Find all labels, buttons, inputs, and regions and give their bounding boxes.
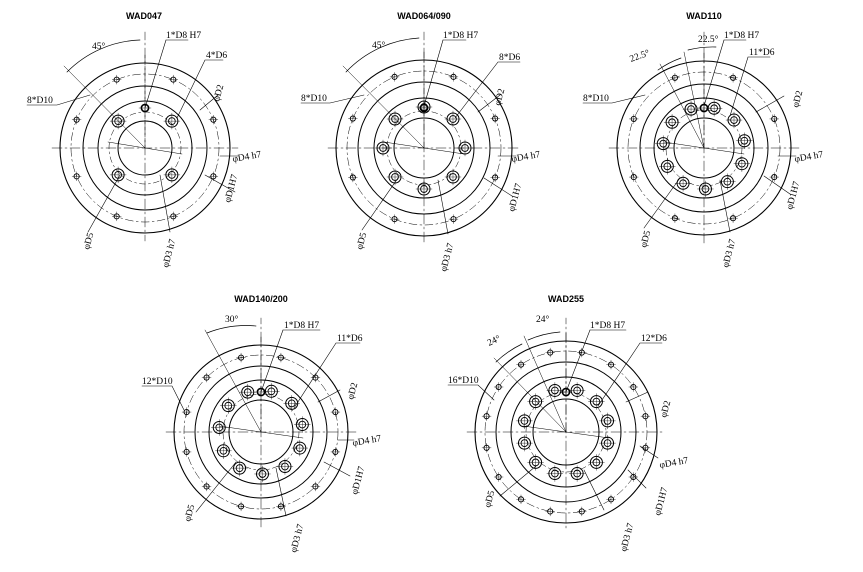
d1-label: φD1H7 (785, 180, 802, 211)
drawing-title: WAD255 (548, 294, 584, 304)
d5-label: φD5 (639, 229, 653, 248)
holes-label: 11*D6 (337, 334, 363, 344)
holes-label: 12*D6 (641, 334, 667, 344)
d3-label: φD3 h7 (161, 238, 178, 269)
angle-label: 22.5° (698, 34, 719, 45)
outer-holes-label: 16*D10 (448, 376, 479, 386)
d2-label: φD2 (791, 89, 805, 108)
drawing-wad140-200: WAD140/200 30° 1*D8 H7 11*D6 12*D10 φD2 … (141, 294, 383, 554)
d4-label: φD4 h7 (659, 456, 690, 471)
d1-label: φD1H7 (507, 182, 524, 213)
d4-label: φD4 h7 (352, 434, 383, 449)
pin-label: 1*D8 H7 (590, 321, 625, 331)
drawing-title: WAD110 (686, 11, 722, 21)
d4-label: φD4 h7 (511, 150, 542, 165)
angle-label: 30° (225, 314, 239, 325)
holes-label: 8*D6 (499, 53, 520, 63)
d3-label: φD3 h7 (721, 238, 738, 269)
drawing-wad064-090: WAD064/090 45° 1*D8 H7 8*D6 8*D10 φD2 φD… (300, 11, 542, 273)
angle-label: 22.5° (628, 47, 651, 64)
pin-label: 1*D8 H7 (724, 31, 759, 41)
angle-label: 45° (372, 40, 386, 51)
flange-circle (335, 59, 513, 237)
flange-circle (495, 361, 637, 503)
d5-label: φD5 (483, 489, 497, 508)
drawing-wad110: WAD110 22.5° 22.5° 1*D8 H7 11*D6 8*D10 φ… (582, 11, 825, 269)
d1-label: φD1H7 (223, 173, 240, 204)
d3-label: φD3 h7 (619, 522, 636, 553)
flange-circle (97, 100, 193, 196)
outer-holes-label: 8*D10 (301, 94, 327, 104)
flange-circle (393, 117, 455, 179)
d5-label: φD5 (355, 231, 369, 250)
angle-label: 24° (486, 333, 503, 349)
d3-label: φD3 h7 (439, 242, 456, 273)
d2-label: φD2 (493, 87, 507, 106)
drawing-title: WAD064/090 (397, 11, 451, 21)
flange-circle (194, 365, 328, 499)
d5-label: φD5 (82, 231, 96, 250)
flange-circle (208, 379, 314, 485)
holes-label: 4*D6 (206, 51, 227, 61)
d3-label: φD3 h7 (289, 523, 306, 554)
drawing-title: WAD047 (126, 11, 162, 21)
d2-label: φD2 (346, 381, 360, 400)
d4-label: φD4 h7 (794, 150, 825, 165)
pin-label: 1*D8 H7 (443, 31, 478, 41)
pin-label: 1*D8 H7 (284, 321, 319, 331)
d2-label: φD2 (212, 83, 226, 102)
d4-label: φD4 h7 (232, 150, 263, 165)
d1-label: φD1H7 (350, 465, 367, 496)
outer-holes-label: 12*D10 (142, 377, 173, 387)
bolt-circle (183, 354, 339, 510)
d5-label: φD5 (183, 503, 197, 522)
pin-label: 1*D8 H7 (166, 31, 201, 41)
holes-label: 11*D6 (749, 48, 775, 58)
d1-label: φD1H7 (653, 486, 670, 517)
drawing-title: WAD140/200 (234, 294, 288, 304)
drawing-wad255: WAD255 24° 24° 1*D8 H7 12*D6 16*D10 φD2 … (447, 294, 690, 553)
bolt-circle (346, 70, 502, 226)
flange-geometry (327, 51, 521, 245)
angle-label: 45° (92, 41, 106, 52)
drawing-wad047: WAD047 45° 1*D8 H7 4*D6 8*D10 φD2 φD4 h7… (26, 11, 263, 269)
d2-label: φD2 (659, 399, 673, 418)
angle-label: 24° (536, 314, 550, 325)
outer-holes-label: 8*D10 (583, 94, 609, 104)
flange-circle (357, 81, 491, 215)
outer-holes-label: 8*D10 (27, 96, 53, 106)
flange-circle (673, 117, 735, 179)
